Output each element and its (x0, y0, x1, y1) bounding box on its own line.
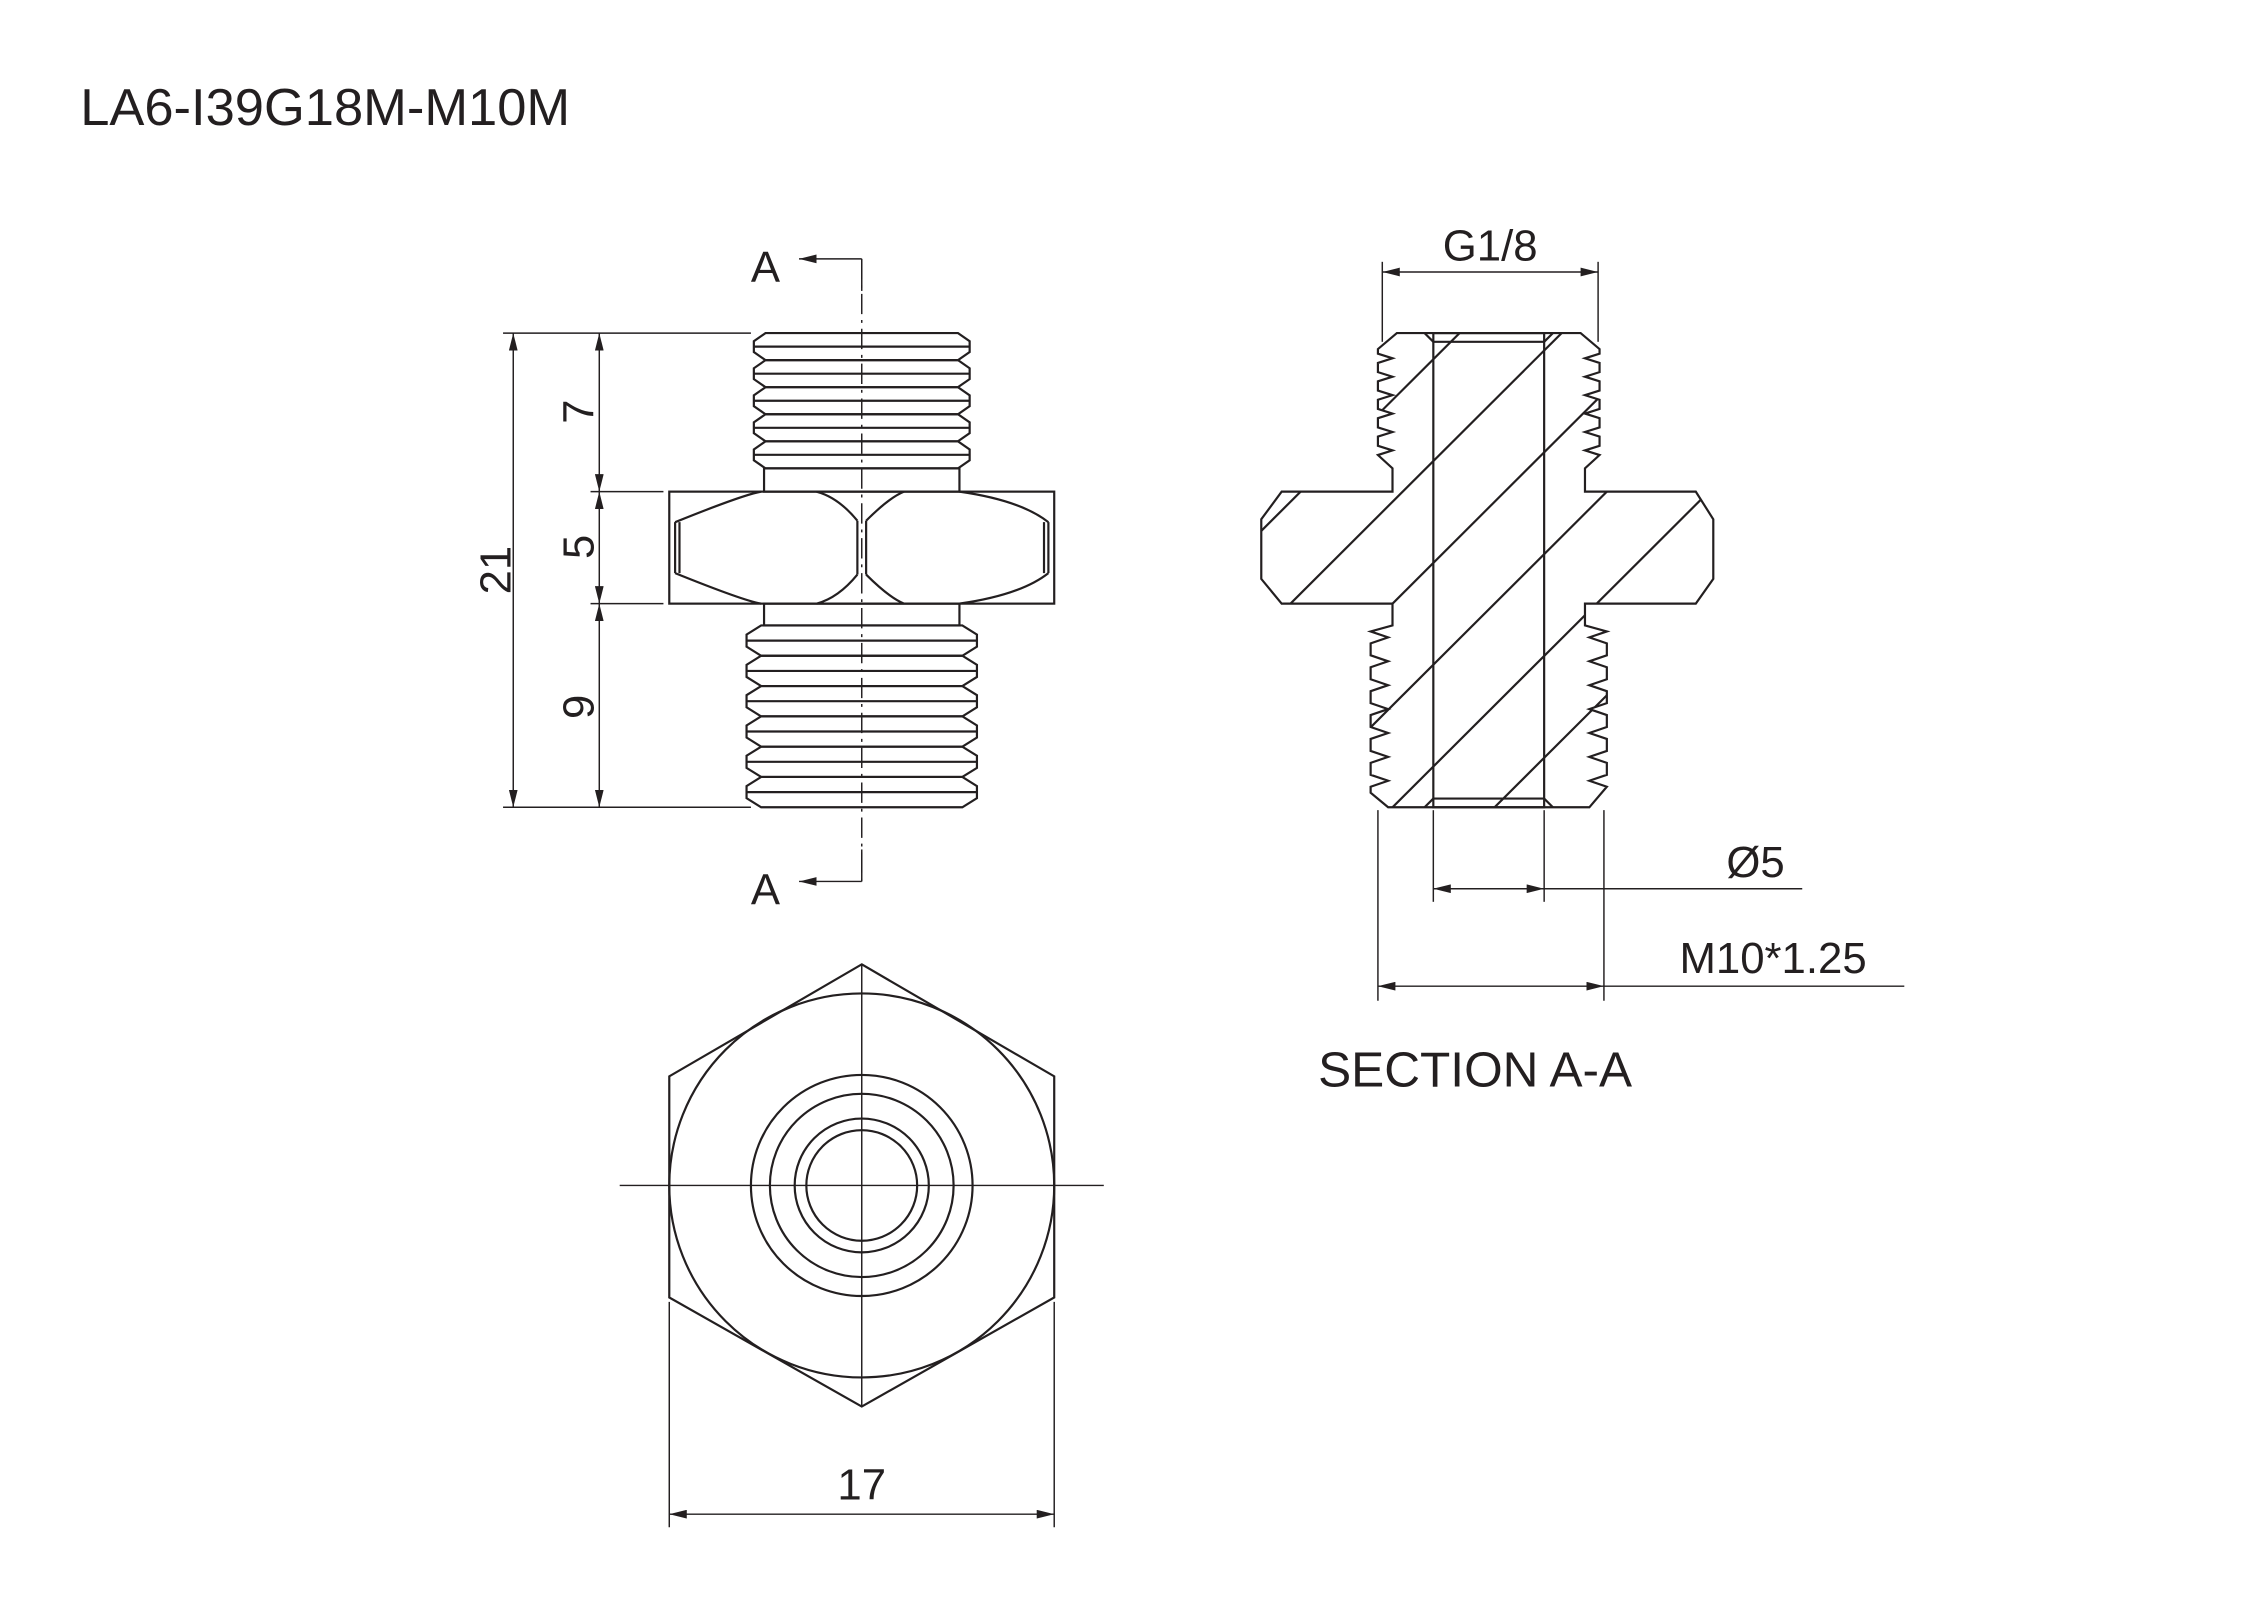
hatch-line (1588, 333, 1714, 808)
section-marker-top: A (751, 243, 863, 292)
dim-top-thread: G1/8 (1443, 221, 1538, 270)
hatch-line (1261, 333, 1474, 808)
hex-width-dimension: 17 (668, 1301, 1055, 1528)
dim-hex-across-flats: 17 (837, 1461, 886, 1510)
hatch-line (1261, 333, 1270, 808)
drawing-title: LA6-I39G18M-M10M (80, 79, 570, 137)
section-view: G1/8 Ø5 M10*1.25 SECTION A-A (671, 221, 2263, 1098)
hatch-line (1384, 333, 1714, 808)
thread-crest (745, 775, 979, 809)
hatch-line (1896, 320, 2263, 815)
hatch-line (1998, 320, 2263, 815)
svg-text:A: A (751, 866, 781, 915)
hatch-line (1261, 333, 1678, 808)
hatch-line (1282, 333, 1714, 808)
section-dimensions: G1/8 Ø5 M10*1.25 (1377, 221, 1905, 1001)
dim-bottom-thread-length: 9 (554, 695, 603, 719)
hatch-line (1690, 333, 1714, 808)
hatch-line (2100, 320, 2263, 815)
bore (1432, 332, 1546, 809)
dim-bottom-thread: M10*1.25 (1679, 934, 1866, 983)
section-label: SECTION A-A (1318, 1043, 1632, 1098)
hatch-line (1261, 333, 1372, 808)
front-dimensions: 21 7 5 9 (471, 332, 751, 808)
hex-nut (668, 490, 1056, 605)
section-hatching (671, 320, 2263, 815)
hatch-line (1261, 333, 1576, 808)
hatch-line (1486, 333, 1714, 808)
front-view: A A 21 7 5 9 (471, 243, 1056, 915)
end-view: 17 (619, 963, 1104, 1528)
dim-top-thread-length: 7 (554, 400, 603, 424)
hatch-line (671, 320, 1167, 815)
svg-text:A: A (751, 243, 781, 292)
hatch-line (2202, 320, 2263, 815)
section-marker-bottom: A (751, 849, 863, 915)
dim-hex-thickness: 5 (554, 535, 603, 559)
dim-bore-diameter: Ø5 (1726, 838, 1784, 887)
hatch-line (1793, 320, 2263, 815)
dim-overall-length: 21 (471, 546, 520, 595)
